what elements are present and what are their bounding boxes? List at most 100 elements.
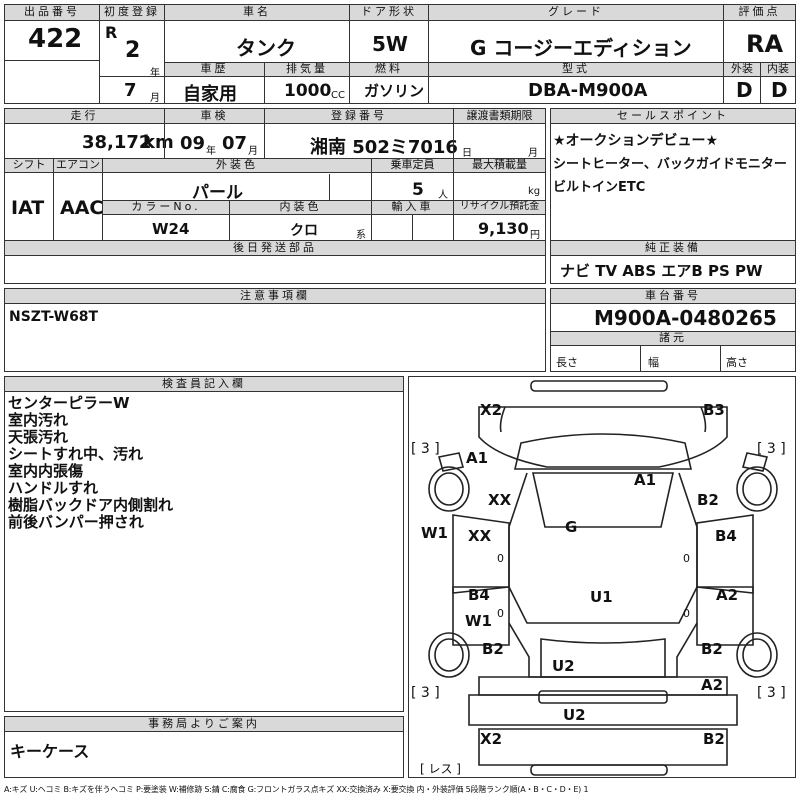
tire-depth: [ 3 ] xyxy=(411,441,440,457)
name-header: 車名 xyxy=(165,5,349,21)
damage-diagram xyxy=(408,376,796,778)
damage-label: U1 xyxy=(590,588,613,606)
ext-header: 外装 xyxy=(724,63,760,77)
plate-number: 湘南 502ミ7016 xyxy=(310,137,458,158)
legend: A:キズ U:ヘコミ B:キズを伴うヘコミ P:要塗装 W:補修跡 S:錆 C:… xyxy=(4,785,589,794)
mileage: 38,172 xyxy=(82,132,152,153)
mileage-header: 走行 xyxy=(5,109,164,124)
notes-header: 注意事項欄 xyxy=(5,289,545,304)
car-outline xyxy=(428,380,778,776)
lot-number: 422 xyxy=(28,24,83,54)
equip-header: 純正装備 xyxy=(551,241,795,256)
top-section xyxy=(4,4,796,104)
grade-header: グレード xyxy=(429,5,723,21)
damage-label: B2 xyxy=(697,491,719,509)
damage-label: A2 xyxy=(716,586,739,604)
score-header: 評価点 xyxy=(724,5,795,21)
office-text: キーケース xyxy=(10,742,90,761)
int-color: クロ xyxy=(290,223,318,239)
inspection-header: 車検 xyxy=(165,109,264,124)
inspector-notes: センターピラーW 室内汚れ 天張汚れ シートすれ中、汚れ 室内内張傷 ハンドルす… xyxy=(8,395,173,531)
score: RA xyxy=(746,30,784,58)
sales-header: セールスポイント xyxy=(551,109,795,124)
ext-color: パール xyxy=(192,183,243,203)
color-no: W24 xyxy=(152,220,190,238)
sales-section xyxy=(550,108,796,284)
tire-depth: [ 3 ] xyxy=(411,685,440,701)
int-score: D xyxy=(771,78,788,102)
damage-label: B4 xyxy=(468,586,490,604)
dims-header: 諸元 xyxy=(551,332,795,346)
damage-label: B2 xyxy=(482,640,504,658)
ac: AAC xyxy=(60,197,104,219)
fuel-header: 燃料 xyxy=(350,63,428,77)
fuel: ガソリン xyxy=(364,82,425,100)
history: 自家用 xyxy=(183,84,237,105)
transfer-header: 譲渡書類期限 xyxy=(454,109,545,124)
shift: IAT xyxy=(11,197,45,219)
capacity: 5 xyxy=(412,180,424,200)
damage-label: X2 xyxy=(480,730,503,748)
damage-label: X2 xyxy=(480,401,503,419)
door-type: 5W xyxy=(372,32,408,56)
damage-label: W1 xyxy=(465,612,492,630)
damage-label: A1 xyxy=(634,471,657,489)
recycle-fee: 9,130 xyxy=(478,219,529,238)
door-header: ドア形状 xyxy=(350,5,428,21)
ext-score: D xyxy=(736,78,753,102)
sales-line-3: ビルトインETC xyxy=(553,180,646,195)
load-header: 最大積載量 xyxy=(454,159,545,173)
damage-label: B3 xyxy=(703,401,725,419)
inspector-line: 前後バンパー押され xyxy=(8,513,144,531)
office-header: 事務局よりご案内 xyxy=(5,717,403,732)
inspector-line: ハンドルすれ xyxy=(8,479,99,497)
plate-header: 登録番号 xyxy=(265,109,453,124)
reg-month: 7 xyxy=(124,80,137,101)
tire-depth: [ 3 ] xyxy=(757,685,786,701)
inspector-header: 検査員記入欄 xyxy=(5,377,403,392)
model: DBA-M900A xyxy=(528,80,648,101)
spare-tire: [ レス ] xyxy=(420,762,461,776)
later-parts-header: 後日発送部品 xyxy=(5,241,545,256)
inspector-line: 天張汚れ xyxy=(8,428,69,446)
damage-label: B4 xyxy=(715,527,737,545)
chassis-section xyxy=(550,288,796,372)
mid-section xyxy=(4,108,546,284)
chassis-number: M900A-0480265 xyxy=(594,306,777,330)
grade: G コージーエディション xyxy=(470,36,692,60)
model-header: 型式 xyxy=(429,63,723,77)
history-header: 車歴 xyxy=(165,63,264,77)
car-name: タンク xyxy=(236,36,296,60)
inspector-line: 樹脂バックドア内側割れ xyxy=(8,496,174,514)
chassis-header: 車台番号 xyxy=(551,289,795,304)
damage-label: B2 xyxy=(703,730,725,748)
damage-label: U2 xyxy=(563,706,586,724)
int-header: 内装 xyxy=(761,63,795,77)
colorno-header: カラーNo. xyxy=(103,201,229,215)
sales-line-2: シートヒーター、バックガイドモニター xyxy=(553,157,787,172)
damage-label: XX xyxy=(468,527,492,545)
reg-year: 2 xyxy=(125,38,141,63)
damage-label: B2 xyxy=(701,640,723,658)
sales-line-1: ★オークションデビュー★ xyxy=(553,133,719,149)
damage-label: A2 xyxy=(701,676,724,694)
color-header: 外装色 xyxy=(103,159,371,173)
intcolor-header: 内装色 xyxy=(230,201,371,215)
damage-label: U2 xyxy=(552,657,575,675)
shift-header: シフト xyxy=(5,159,53,173)
office-section xyxy=(4,716,404,778)
damage-label: XX xyxy=(488,491,512,509)
lot-header: 出品番号 xyxy=(5,5,99,21)
inspector-line: センターピラーW xyxy=(8,394,130,412)
recycle-header: リサイクル預託金 xyxy=(454,201,545,215)
first-reg-header: 初度登録 xyxy=(100,5,164,21)
damage-label: W1 xyxy=(421,524,448,542)
capacity-header: 乗車定員 xyxy=(372,159,453,173)
equipment: ナビ TV ABS エアB PS PW xyxy=(560,262,763,280)
damage-label: G xyxy=(565,518,578,536)
tire-depth: [ 3 ] xyxy=(757,441,786,457)
inspector-line: 室内汚れ xyxy=(8,411,69,429)
ac-header: エアコン xyxy=(54,158,102,173)
inspector-section xyxy=(4,376,404,712)
damage-label: A1 xyxy=(466,449,489,467)
